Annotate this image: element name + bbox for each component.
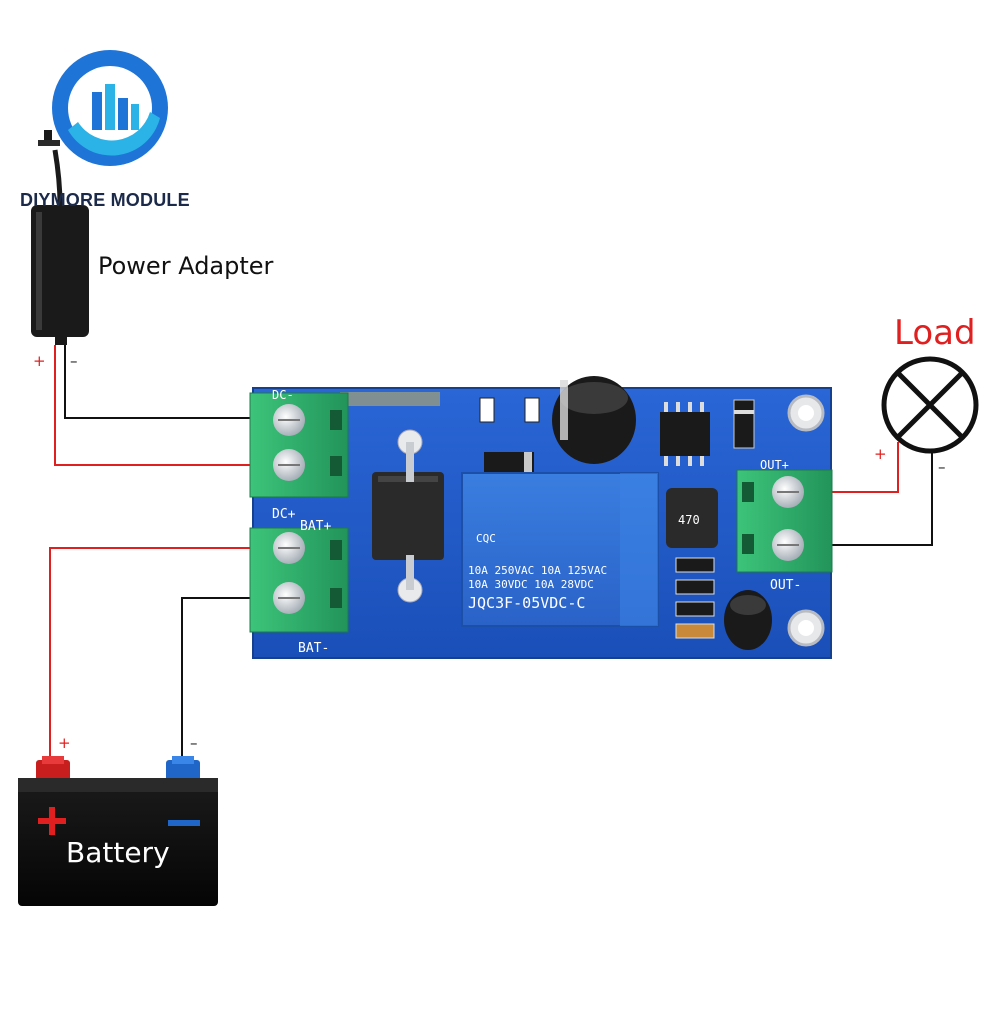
adapter-minus-sign: – [70, 352, 78, 370]
wire-battery-positive [49, 547, 288, 765]
silk-bat-plus: BAT+ [300, 519, 331, 534]
wire-adapter-negative [64, 345, 288, 419]
silk-out-minus: OUT- [770, 578, 801, 593]
terminal-bat [249, 527, 349, 633]
silk-dc-top: DC- [272, 388, 294, 402]
battery [18, 756, 218, 906]
adapter-plus-sign: + [33, 352, 46, 370]
silk-dc-plus: DC+ [272, 507, 296, 522]
relay-line1: 10A 250VAC 10A 125VAC [468, 564, 607, 577]
load-lamp-icon [881, 356, 979, 454]
relay-model: JQC3F-05VDC-C [468, 594, 585, 612]
power-adapter [31, 130, 89, 345]
relay-brand: CQC [476, 532, 496, 545]
relay [461, 472, 659, 627]
inductor-value: 470 [678, 513, 700, 527]
brand-name: DIYMORE MODULE [20, 190, 190, 210]
silk-bat-minus: BAT- [298, 641, 329, 656]
load-plus-sign: + [874, 445, 887, 463]
load-label: Load [894, 313, 976, 353]
brand-logo [52, 50, 168, 166]
battery-minus-sign: – [190, 734, 198, 752]
load-minus-sign: – [938, 458, 946, 476]
silk-out-plus: OUT+ [760, 458, 789, 472]
battery-label: Battery [66, 836, 170, 869]
power-adapter-label: Power Adapter [98, 252, 274, 280]
terminal-out [736, 469, 833, 573]
wire-adapter-positive [54, 345, 288, 466]
terminal-dc [249, 392, 349, 498]
wire-load-negative [790, 450, 933, 546]
pcb-module [249, 376, 833, 659]
battery-plus-sign: + [58, 734, 71, 752]
relay-line2: 10A 30VDC 10A 28VDC [468, 578, 594, 591]
board-text: DC- DC+ BAT+ BAT- OUT+ OUT- CQC 10A 250V… [272, 388, 801, 656]
